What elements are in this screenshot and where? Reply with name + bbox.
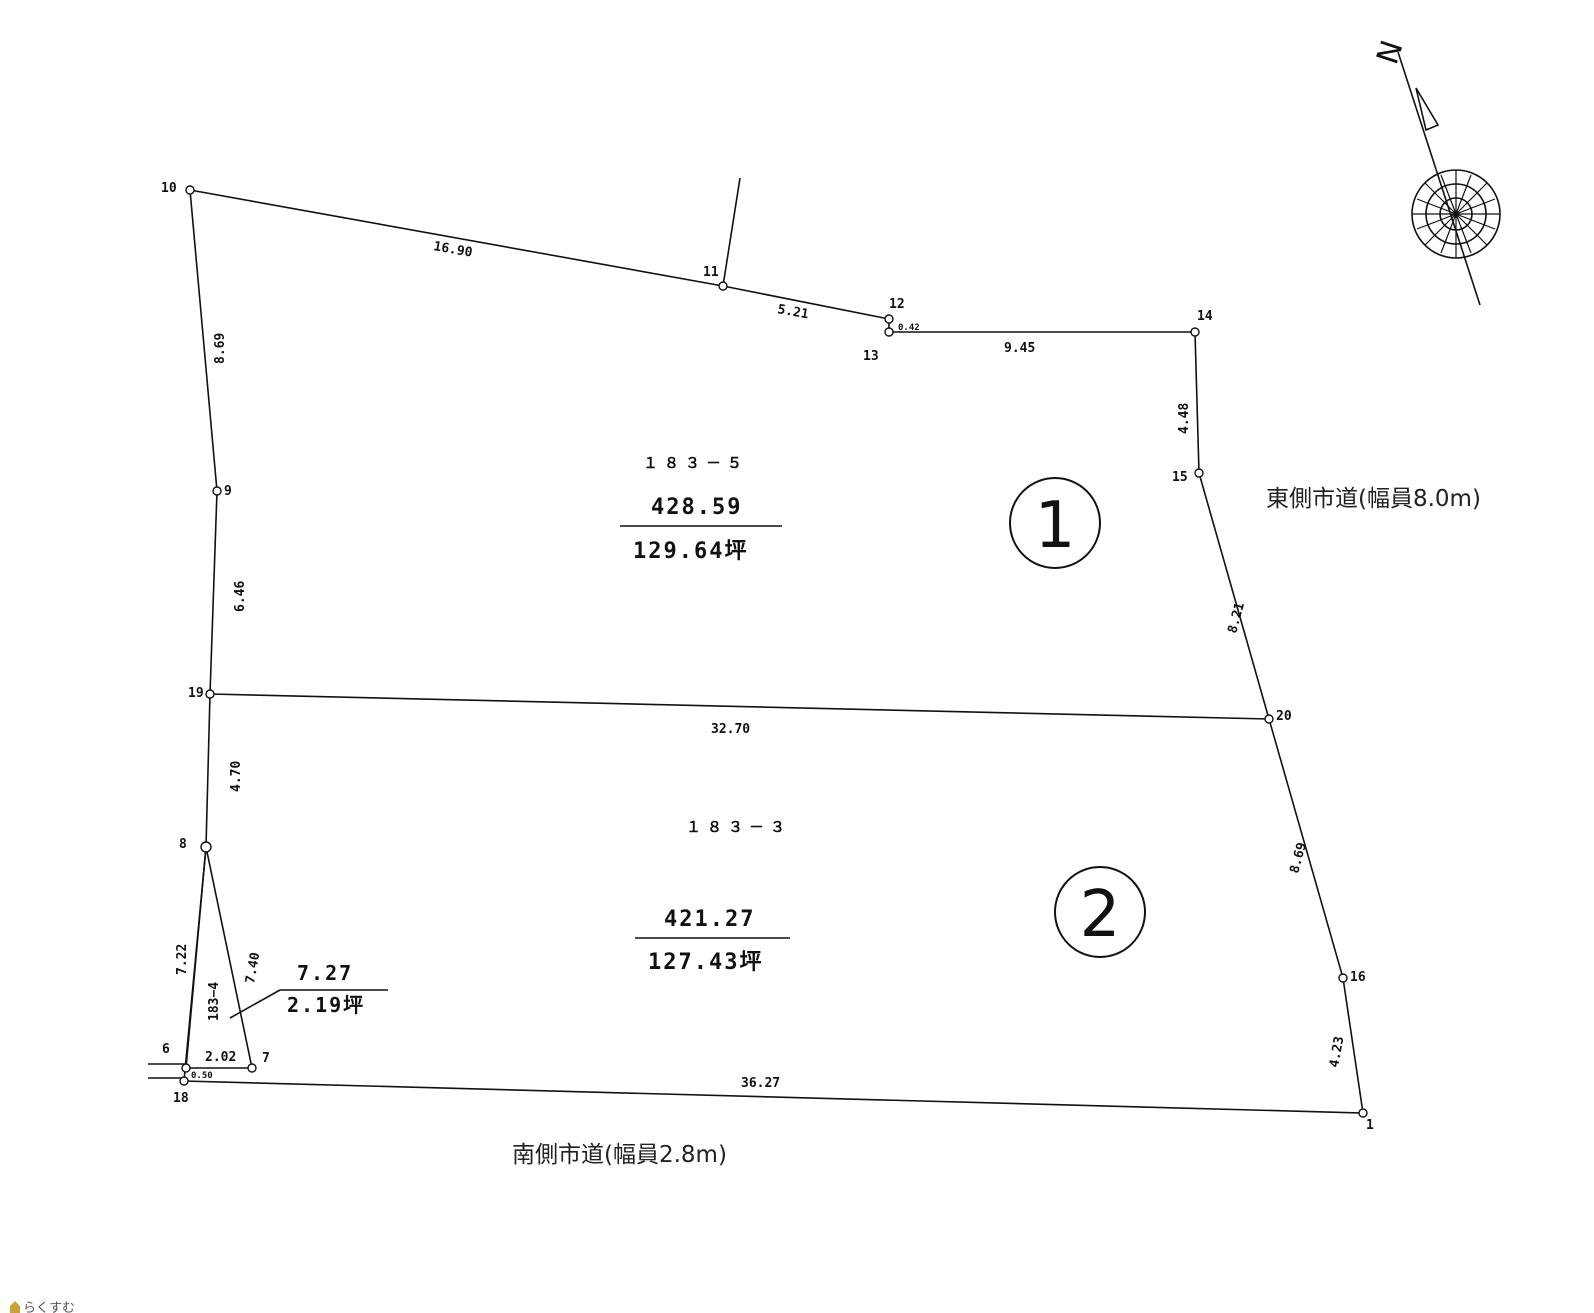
south-road-label: 南側市道(幅員2.8m) (512, 1142, 727, 1168)
point-marker (1194, 468, 1204, 478)
neighbor-line-11 (722, 177, 741, 287)
point-label-20: 20 (1276, 709, 1292, 724)
watermark-text: らくすむ (23, 1301, 75, 1313)
point-label-7: 7 (262, 1051, 270, 1066)
point-marker (718, 281, 728, 291)
point-markers (179, 185, 1368, 1118)
lot2-tsubo: 127.43坪 (648, 950, 763, 975)
point-labels: 10 11 12 13 14 15 20 16 1 18 6 7 8 19 9 (161, 181, 1374, 1133)
dim-6-7: 2.02 (205, 1050, 236, 1065)
point-label-15: 15 (1172, 470, 1188, 485)
dim-8-6: 7.22 (175, 944, 190, 975)
point-marker (884, 314, 894, 324)
lot3-leader (229, 989, 281, 1019)
point-marker (1358, 1108, 1368, 1118)
dim-8-7: 7.40 (243, 951, 263, 985)
point-marker (212, 486, 222, 496)
point-marker (185, 185, 195, 195)
lot1-area: 428.59 (651, 495, 742, 520)
point-marker (884, 327, 894, 337)
point-label-12: 12 (889, 297, 905, 312)
dim-16-1: 4.23 (1327, 1035, 1347, 1068)
point-label-18: 18 (173, 1091, 189, 1106)
dim-9-19: 6.46 (233, 581, 248, 612)
lot1-annotation: １８３－５ 428.59 129.64坪 1 (633, 454, 1101, 569)
point-label-8: 8 (179, 837, 187, 852)
point-label-9: 9 (224, 484, 232, 499)
lot3-annotation: 183−4 7.27 2.19坪 (207, 961, 365, 1021)
east-road-label: 東側市道(幅員8.0m) (1266, 486, 1481, 512)
point-label-13: 13 (863, 349, 879, 364)
dim-12-13: 0.42 (898, 323, 920, 333)
lot2-circle (1054, 866, 1146, 958)
point-label-14: 14 (1197, 309, 1213, 324)
lot3-area: 7.27 (297, 961, 353, 985)
lot2-number: 2 (1080, 878, 1121, 952)
point-marker (247, 1063, 257, 1073)
dim-11-12: 5.21 (776, 302, 810, 322)
lot1-id: １８３－５ (643, 454, 748, 472)
dim-1-18: 36.27 (741, 1076, 780, 1091)
point-label-6: 6 (162, 1042, 170, 1057)
watermark: らくすむ (10, 1301, 75, 1313)
lot2-id: １８３－３ (686, 818, 791, 836)
dim-15-20: 8.21 (1225, 601, 1248, 635)
point-label-1: 1 (1366, 1118, 1374, 1133)
point-marker (205, 689, 215, 699)
lot1-circle (1009, 477, 1101, 569)
lot3-id: 183−4 (207, 982, 222, 1021)
compass-north-label: N (1370, 36, 1410, 68)
lot3-boundary (185, 846, 253, 1069)
point-marker (1190, 327, 1200, 337)
point-marker (179, 1076, 189, 1086)
dim-19-20: 32.70 (711, 722, 750, 737)
point-label-11: 11 (703, 265, 719, 280)
point-label-16: 16 (1350, 970, 1366, 985)
lot1-boundary (183, 189, 1364, 1114)
dim-10-9: 8.69 (213, 333, 228, 364)
point-label-19: 19 (188, 686, 204, 701)
dim-13-14: 9.45 (1004, 341, 1035, 356)
point-marker (200, 841, 212, 853)
point-marker (1264, 714, 1274, 724)
dim-19-8: 4.70 (229, 761, 244, 792)
dim-14-15: 4.48 (1177, 403, 1192, 434)
dim-6-18: 0.50 (191, 1071, 213, 1081)
lot3-tsubo: 2.19坪 (287, 993, 365, 1017)
lot2-area: 421.27 (664, 907, 755, 932)
dim-20-16: 8.69 (1287, 841, 1310, 875)
point-label-10: 10 (161, 181, 177, 196)
lot1-tsubo: 129.64坪 (633, 539, 748, 564)
lot-divider-19-20 (209, 693, 1270, 720)
compass-icon: N (1370, 36, 1501, 306)
lot1-number: 1 (1035, 489, 1076, 563)
point-marker (181, 1063, 191, 1073)
point-marker (1338, 973, 1348, 983)
dim-10-11: 16.90 (432, 239, 473, 261)
house-icon (10, 1301, 20, 1313)
lot2-annotation: １８３－３ 421.27 127.43坪 2 (648, 818, 1146, 975)
dimension-labels: 16.90 5.21 0.42 9.45 4.48 8.21 8.69 4.23… (175, 239, 1347, 1091)
